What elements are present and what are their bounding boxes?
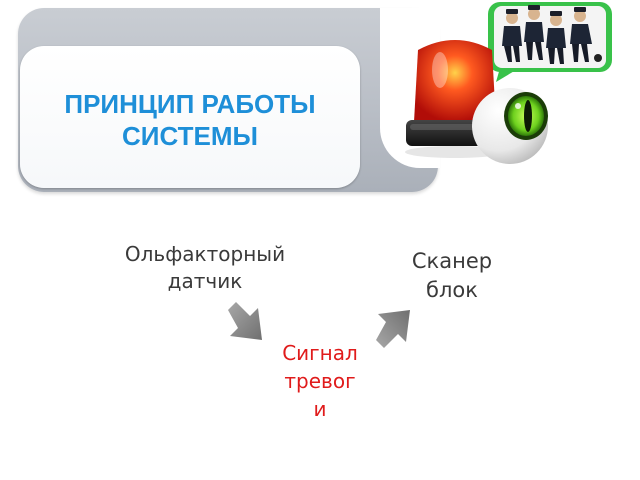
- arrow-down-right-icon: [228, 302, 262, 340]
- siren-icon: [405, 40, 505, 158]
- speech-bubble-icon: [488, 2, 612, 82]
- scanner-unit-label: Сканер блок: [411, 249, 493, 302]
- arrow-up-right-icon: [376, 310, 410, 348]
- police-officers-icon: [502, 5, 602, 64]
- page-title: ПРИНЦИП РАБОТЫ СИСТЕМЫ: [64, 89, 316, 151]
- eye-icon: [472, 88, 548, 164]
- title-card: [20, 46, 360, 188]
- alarm-signal-label: Сигнал тревог и: [282, 341, 358, 421]
- olfactory-sensor-label: Ольфакторный датчик: [124, 242, 286, 293]
